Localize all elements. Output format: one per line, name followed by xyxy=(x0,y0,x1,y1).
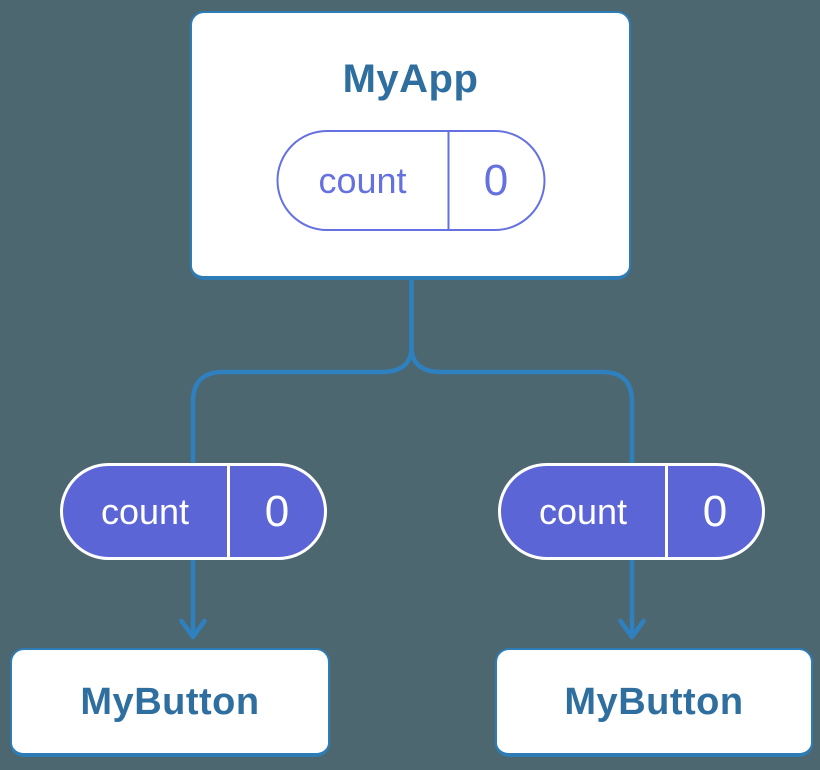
child-state-pill-left: count 0 xyxy=(60,463,327,560)
child-left-state-value: 0 xyxy=(227,466,324,557)
root-state-label: count xyxy=(318,159,407,201)
child-right-state-label: count xyxy=(538,490,628,532)
root-component-card: MyApp count 0 xyxy=(190,11,631,280)
child-right-title: MyButton xyxy=(564,680,744,723)
arrowhead-right-icon xyxy=(618,618,646,640)
root-state-value: 0 xyxy=(447,132,543,229)
branch-left-line xyxy=(190,344,414,639)
child-left-state-label: count xyxy=(100,490,190,532)
root-component-title: MyApp xyxy=(342,57,479,101)
root-state-pill: count 0 xyxy=(276,130,545,231)
child-component-card-right: MyButton xyxy=(495,648,813,757)
child-left-title: MyButton xyxy=(80,680,260,723)
child-state-pill-right: count 0 xyxy=(498,463,765,560)
arrowhead-left-icon xyxy=(179,618,207,640)
child-component-card-left: MyButton xyxy=(10,648,330,757)
child-right-state-value: 0 xyxy=(665,466,762,557)
branch-right-line xyxy=(409,344,635,639)
